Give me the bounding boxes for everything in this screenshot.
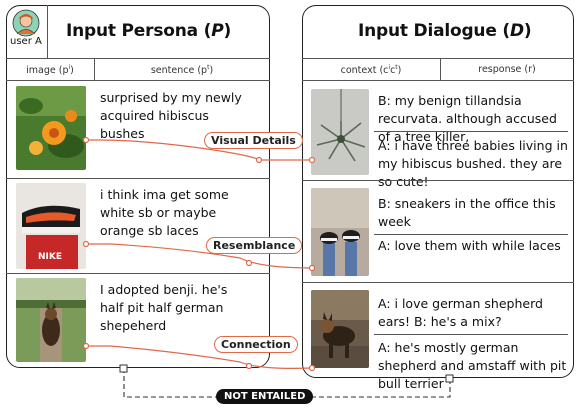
persona-sentence-3: I adopted benji. he's half pit half germ… [100, 282, 228, 333]
flower-photo [16, 86, 86, 170]
col-image-header: image (pi) [26, 64, 74, 77]
context-divider-3 [374, 334, 568, 335]
feet-sneakers-photo [311, 188, 369, 276]
visual-connector [86, 139, 312, 161]
resemblance-connector [86, 243, 313, 269]
persona-sentence-1: surprised by my newly acquired hibiscus … [100, 90, 242, 141]
col-response-header: response (r) [478, 64, 536, 75]
response-2: A: love them with while laces [378, 238, 561, 253]
colhdr-divider [6, 80, 270, 81]
col-divider [94, 58, 95, 80]
svg-text:NIKE: NIKE [38, 252, 62, 262]
col-sentence-header: sentence (pt) [150, 64, 214, 77]
connection-tag: Connection [214, 336, 298, 353]
dialogue-colhdr-divider [302, 80, 574, 81]
visual-details-tag: Visual Details [204, 132, 303, 149]
row-divider-2 [6, 273, 270, 274]
response-1: A: i have three babies living in my hibi… [378, 138, 568, 189]
resemblance-tag: Resemblance [206, 237, 303, 254]
header-divider [6, 58, 270, 59]
context-3: A: i love german shepherd ears! B: he's … [378, 296, 543, 329]
sneakers-photo: NIKE [16, 183, 86, 269]
not-entailed-tag: NOT ENTAILED [216, 389, 314, 404]
avatar-divider [47, 5, 48, 58]
user-avatar-icon [12, 9, 40, 37]
connection-connector [86, 345, 313, 369]
persona-sentence-2: i think ima get some white sb or maybe o… [100, 187, 229, 238]
user-label: user A [10, 36, 42, 47]
dialogue-col-divider [440, 58, 441, 80]
dialogue-header-divider [302, 58, 574, 59]
row-divider-1 [6, 178, 270, 179]
context-divider-1 [374, 131, 568, 132]
context-1: B: my benign tillandsia recurvata. altho… [378, 93, 557, 144]
dog-photo [16, 278, 86, 362]
dialogue-title: Input Dialogue (D) [358, 21, 532, 41]
col-context-header: context (cict) [340, 64, 402, 77]
response-3: A: he's mostly german shepherd and amsta… [378, 340, 567, 391]
context-2: B: sneakers in the office this week [378, 196, 556, 229]
context-divider-2 [374, 234, 568, 235]
dialogue-row-divider-2 [302, 282, 574, 283]
persona-title: Input Persona (P) [66, 21, 232, 41]
plant-photo [311, 89, 369, 175]
dog-street-photo [311, 290, 369, 368]
dialogue-row-divider-1 [302, 180, 574, 181]
